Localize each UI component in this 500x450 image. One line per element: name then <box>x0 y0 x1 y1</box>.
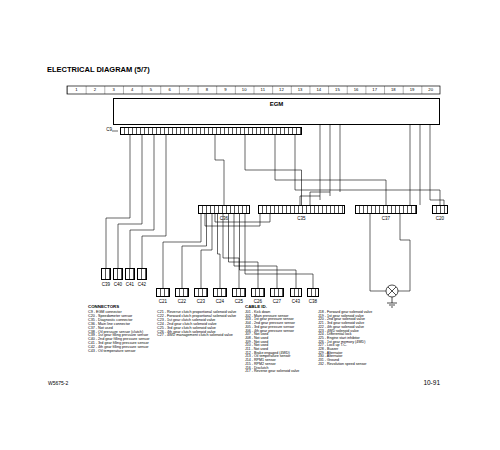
grid-number: 17 <box>372 88 377 92</box>
connector-label: C22 <box>178 300 186 305</box>
grid-number: 12 <box>279 88 284 92</box>
grid-number: 8 <box>206 88 208 92</box>
connector-label: C25 <box>235 300 243 305</box>
grid-number: 7 <box>187 88 189 92</box>
wire-bundle <box>112 125 444 291</box>
connector-label: C39 <box>102 283 110 288</box>
connector-block: C27 <box>270 288 284 297</box>
connector-label: C43 <box>292 300 300 305</box>
connector-block: C37 <box>355 205 417 214</box>
document-code: W5675-2 <box>48 381 68 386</box>
connector-label: C41 <box>126 283 134 288</box>
connector-label: C36 <box>220 217 228 222</box>
wire <box>229 214 259 288</box>
connector-label: C42 <box>138 283 146 288</box>
connector-label: C38 <box>309 300 317 305</box>
grid-number: 15 <box>335 88 340 92</box>
grid-number: 5 <box>150 88 152 92</box>
connector-label: C24 <box>216 300 224 305</box>
cable-entry: J17 - Reverse gear solenoid valve <box>245 370 299 374</box>
cable-entry: J32 - Revolution speed sensor <box>318 363 367 367</box>
connector-label: C9 <box>106 128 112 133</box>
grid-number: 3 <box>112 88 114 92</box>
connector-block: C20 <box>432 205 448 214</box>
connector-block: C24 <box>213 288 227 297</box>
unit-name: EGM <box>270 101 284 107</box>
control-unit-box: EGM <box>113 98 440 125</box>
wire <box>223 214 239 288</box>
connector-block: C9 <box>120 127 302 135</box>
connector-label: C40 <box>114 283 122 288</box>
connector-label: C35 <box>297 217 305 222</box>
wire <box>215 135 224 205</box>
list-heading: CABLE ID. <box>245 305 267 309</box>
connector-label: C21 <box>159 300 167 305</box>
grid-number: 16 <box>354 88 359 92</box>
connector-block: C26 <box>251 288 265 297</box>
grid-number: 4 <box>131 88 133 92</box>
connector-block: C38 <box>307 288 319 297</box>
connector-block: C35 <box>258 205 345 214</box>
wire <box>234 214 277 288</box>
wire <box>218 214 221 288</box>
connector-block: C41 <box>125 268 135 280</box>
connector-label: C27 <box>273 300 281 305</box>
connector-block: C42 <box>137 268 147 280</box>
wire <box>275 135 386 205</box>
grid-number: 2 <box>94 88 96 92</box>
wire <box>182 214 207 288</box>
grid-number: 6 <box>168 88 170 92</box>
diagram-title: ELECTRICAL DIAGRAM (5/7) <box>47 66 150 74</box>
wire <box>142 135 166 268</box>
wire <box>295 135 440 205</box>
connector-block: C22 <box>175 288 189 297</box>
connector-block: C25 <box>232 288 246 297</box>
sensor-symbol <box>386 285 398 307</box>
connector-entry: C43 - Oil temperature sensor <box>88 350 136 354</box>
wire <box>201 214 212 288</box>
wire <box>245 214 313 288</box>
connector-label: C37 <box>382 217 390 222</box>
connector-entry: C27 - 4WD management clutch solenoid val… <box>157 334 233 338</box>
list-heading: CONNECTORS <box>88 305 119 309</box>
grid-number: 20 <box>428 88 433 92</box>
connector-block: C23 <box>194 288 208 297</box>
grid-number: 18 <box>391 88 396 92</box>
grid-number: 14 <box>316 88 321 92</box>
connector-block: C36 <box>198 205 250 214</box>
grid-number: 19 <box>410 88 415 92</box>
grid-bar <box>67 86 440 94</box>
connector-label: C23 <box>197 300 205 305</box>
wire <box>240 214 297 288</box>
page-number: 10-91 <box>423 380 440 387</box>
grid-number: 13 <box>298 88 303 92</box>
grid-number: 9 <box>224 88 226 92</box>
connector-block: C43 <box>290 288 302 297</box>
connector-label: C26 <box>254 300 262 305</box>
grid-number: 11 <box>261 88 265 92</box>
connector-block: C40 <box>113 268 123 280</box>
connector-block: C21 <box>156 288 170 297</box>
connector-block: C39 <box>101 268 111 280</box>
wire <box>245 135 302 205</box>
grid-number: 1 <box>75 88 77 92</box>
connector-label: C20 <box>436 217 444 222</box>
grid-number: 10 <box>242 88 247 92</box>
